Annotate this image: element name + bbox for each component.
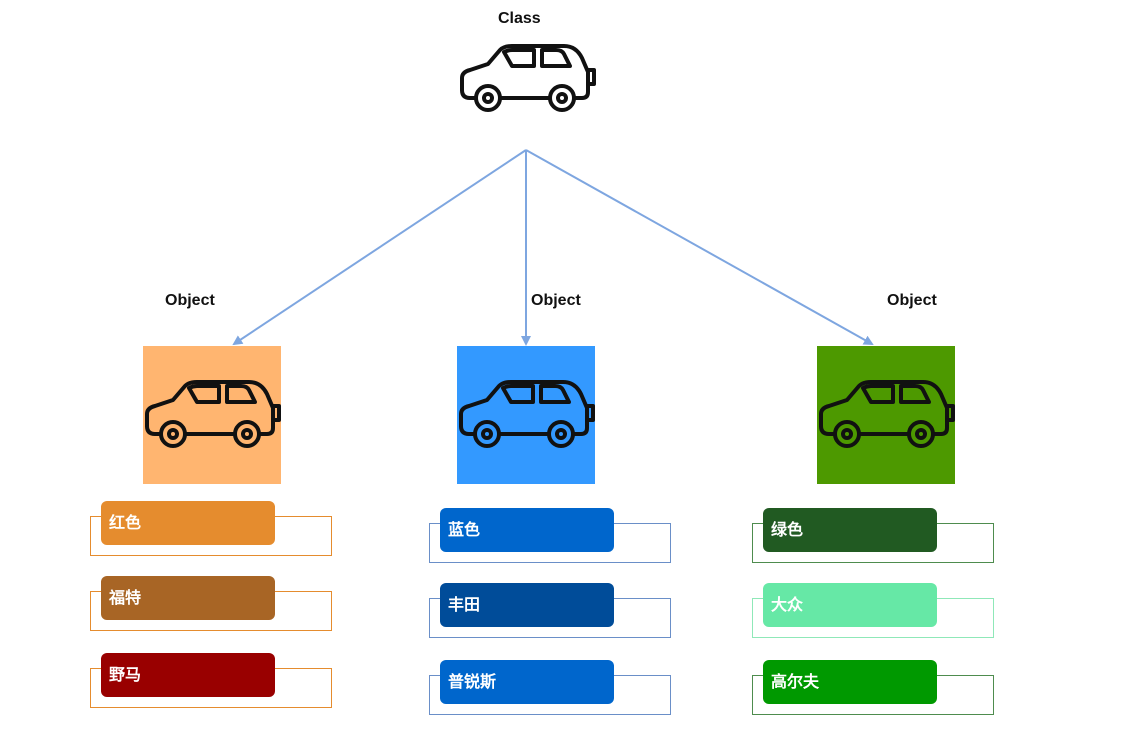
attribute-brand: 丰田 [440,583,614,627]
attribute-color: 蓝色 [440,508,614,552]
car-icon [459,380,595,448]
attribute-color: 绿色 [763,508,937,552]
object-label-1: Object [165,292,215,309]
object-box-2 [457,346,595,484]
object-label-2: Object [531,292,581,309]
object-box-3 [817,346,955,484]
class-label: Class [498,10,541,27]
class-car-icon [460,44,596,112]
attribute-color: 红色 [101,501,275,545]
attribute-brand: 福特 [101,576,275,620]
car-icon [819,380,955,448]
attribute-model: 野马 [101,653,275,697]
car-icon [145,380,281,448]
attribute-brand: 大众 [763,583,937,627]
arrow-to-object-3 [525,149,874,345]
attribute-model: 高尔夫 [763,660,937,704]
object-label-3: Object [887,292,937,309]
object-box-1 [143,346,281,484]
attribute-model: 普锐斯 [440,660,614,704]
arrow-to-object-1 [232,149,527,346]
